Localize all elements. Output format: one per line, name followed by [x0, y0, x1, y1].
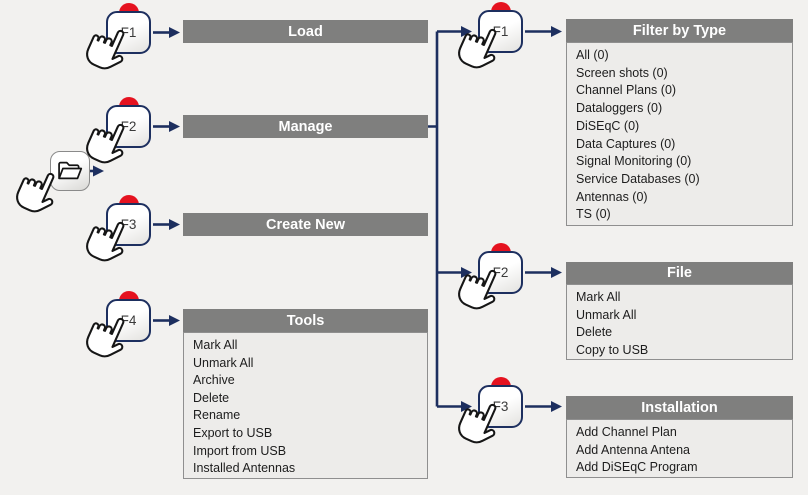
menu-item: Data Captures (0): [576, 136, 676, 151]
menu-item: Archive: [193, 373, 235, 388]
menu-item: Antennas (0): [576, 189, 648, 204]
menu-item: Dataloggers (0): [576, 101, 663, 116]
menu-item: Channel Plans (0): [576, 83, 677, 98]
menu-item: Copy to USB: [576, 342, 649, 357]
menu-item: Mark All: [193, 338, 238, 352]
menu-filter-by-type: All (0) Screen shots (0) Channel Plans (…: [566, 42, 793, 226]
menu-item: Unmark All: [193, 355, 254, 370]
menu-bar-manage: Manage: [183, 115, 428, 138]
menu-bar-tools: Tools: [183, 309, 428, 332]
menu-item: Delete: [193, 390, 230, 405]
menu-bar-file: File: [566, 262, 793, 284]
menu-item: Add Antenna Antena: [576, 442, 690, 457]
menu-item: Export to USB: [193, 425, 273, 440]
open-folder-icon: [58, 161, 83, 179]
fkey-label: F2: [478, 251, 523, 294]
menu-item: Installed Antennas: [193, 461, 296, 476]
menu-bar-load: Load: [183, 20, 428, 43]
menu-bar-create-new: Create New: [183, 213, 428, 236]
menu-bar-installation: Installation: [566, 396, 793, 419]
menu-item: Service Databases (0): [576, 171, 700, 186]
menu-item: Import from USB: [193, 443, 287, 458]
menu-file: Mark All Unmark All Delete Copy to USB: [566, 284, 793, 360]
fkey-f2-right: F2: [478, 243, 523, 294]
menu-item: Unmark All: [576, 307, 637, 322]
menu-bar-filter-by-type: Filter by Type: [566, 19, 793, 42]
menu-item: Signal Monitoring (0): [576, 154, 692, 169]
menu-item: Add Channel Plan: [576, 425, 677, 439]
menu-tools: Mark All Unmark All Archive Delete Renam…: [183, 332, 428, 479]
menu-installation: Add Channel Plan Add Antenna Antena Add …: [566, 419, 793, 478]
menu-item: DiSEqC (0): [576, 118, 640, 133]
file-manager-button: [50, 151, 90, 191]
menu-item: Delete: [576, 325, 613, 339]
menu-item: Rename: [193, 408, 241, 423]
menu-item: Add DiSEqC Program: [576, 460, 698, 474]
menu-item: Screen shots (0): [576, 65, 668, 80]
menu-item: All (0): [576, 48, 609, 62]
menu-item: TS (0): [576, 207, 611, 222]
menu-item: Mark All: [576, 290, 621, 304]
